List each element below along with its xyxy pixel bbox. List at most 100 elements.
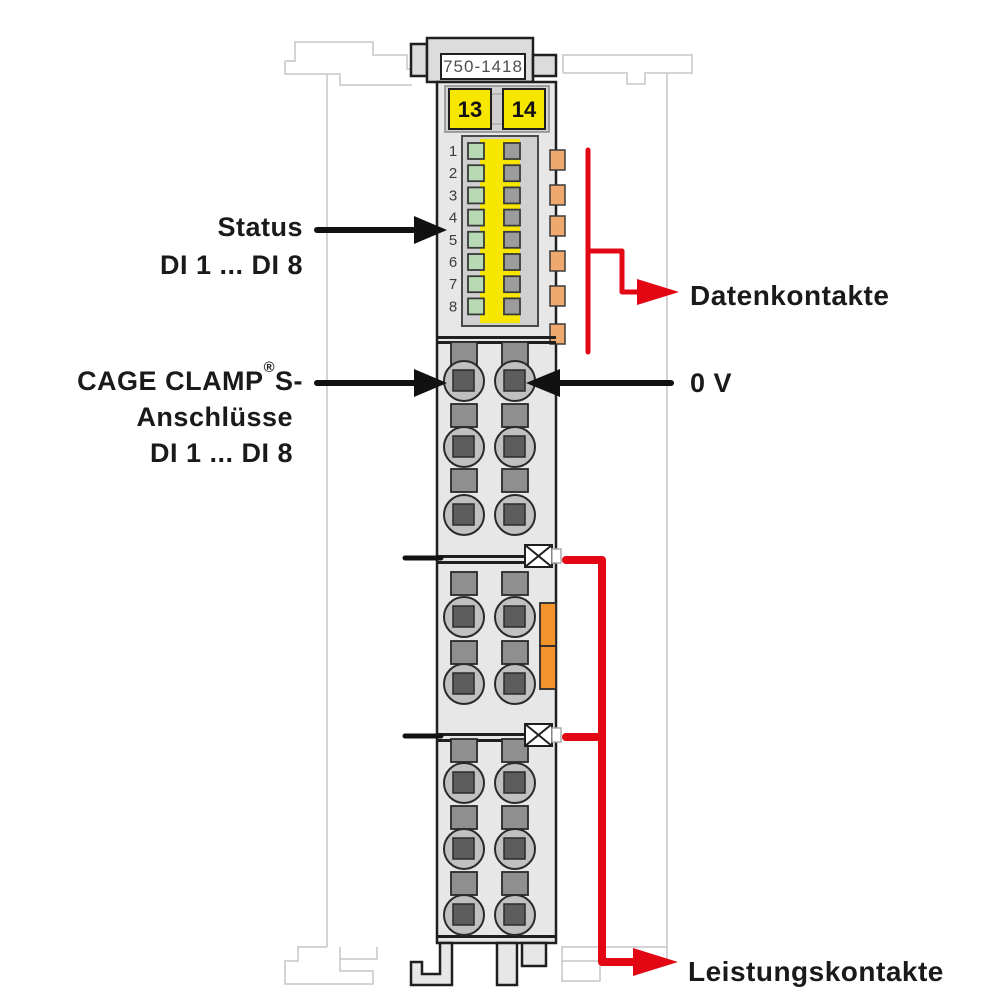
clamp-contact-square [452, 771, 475, 794]
status-label-line1: Status [217, 212, 303, 242]
power-jumper-contacts [539, 602, 557, 690]
clamp-opening [501, 871, 529, 896]
status-label-line2: DI 1 ... DI 8 [159, 250, 303, 280]
order-number-text: 750-1418 [443, 57, 523, 76]
latch-right-ear [531, 53, 558, 78]
clamp-opening [501, 805, 529, 830]
datenkontakte-label: Datenkontakte [690, 280, 890, 311]
terminal-14-box [502, 88, 546, 130]
clamp-opening [501, 403, 529, 428]
foot-right [520, 941, 548, 968]
led-indicator-gray [503, 230, 521, 249]
clamp-contact-square [452, 369, 475, 392]
x-marker-tab [551, 727, 562, 743]
foot-middle [495, 941, 519, 987]
clamp-block-upper [443, 341, 536, 536]
annotation-brackets-red [562, 147, 679, 976]
led-indicator-green [467, 208, 485, 227]
latch-left-ear [409, 42, 429, 78]
terminal-13-box [448, 88, 492, 130]
clamp-opening [450, 871, 478, 896]
clamp-opening [501, 640, 529, 665]
led-channel-number: 5 [449, 232, 457, 249]
data-contact [549, 215, 566, 237]
terminal-13-label: 13 [458, 97, 482, 122]
led-indicator-gray [503, 297, 521, 316]
cage-clamp-label-line2: Anschlüsse [136, 402, 293, 432]
clamp-contact-square [452, 605, 475, 628]
led-indicator-green [467, 275, 485, 294]
clamp-block-middle [443, 571, 536, 705]
led-indicator-gray [503, 164, 521, 183]
x-marker-diagonal [524, 544, 553, 568]
data-contacts [549, 149, 566, 345]
clamp-opening [501, 468, 529, 493]
led-indicator-gray [503, 275, 521, 294]
x-marker-tab [551, 548, 562, 564]
led-indicator-green [467, 230, 485, 249]
power-jumper-contact [539, 645, 557, 690]
clamp-contact-square [452, 435, 475, 458]
leistungskontakte-arrow-head [633, 948, 678, 976]
led-channel-number: 8 [449, 298, 457, 315]
clamp-opening [501, 571, 529, 596]
cage-clamp-arrow-head [414, 369, 447, 397]
zero-v-label: 0 V [690, 368, 733, 398]
cage-clamp-label-line1: CAGE CLAMP®S- [40, 360, 303, 397]
led-channel-number: 3 [449, 187, 457, 204]
leistungskontakte-label: Leistungskontakte [688, 956, 944, 987]
zero-v-arrow-head [526, 369, 560, 397]
separator-x-markers [524, 544, 562, 747]
led-indicator-gray [503, 208, 521, 227]
separator-ticks [402, 555, 444, 739]
power-jumper-contact [539, 602, 557, 647]
clamp-contact-square [503, 503, 526, 526]
clamp-contact-square [452, 903, 475, 926]
led-channel-number: 1 [449, 143, 457, 160]
clamp-contact-square [452, 672, 475, 695]
led-indicator-green [467, 186, 485, 205]
data-contact [549, 184, 566, 206]
clamp-contact-square [503, 837, 526, 860]
registered-trademark-symbol: ® [263, 359, 275, 376]
clamp-contact-square [503, 771, 526, 794]
clamp-block-lower [443, 738, 536, 936]
clamp-contact-square [452, 837, 475, 860]
led-channel-number: 4 [449, 210, 457, 227]
led-indicator-gray [503, 142, 521, 160]
clamp-opening [450, 805, 478, 830]
datenkontakte-connector [585, 248, 643, 295]
led-indicator-green [467, 297, 485, 316]
clamp-opening [450, 403, 478, 428]
rail-bottom-left-outline [284, 946, 378, 985]
data-contact [549, 285, 566, 307]
datenkontakte-arrow-head [637, 279, 679, 305]
status-arrow-head [414, 216, 447, 244]
clamp-opening [450, 738, 478, 763]
clamp-contact-square [503, 435, 526, 458]
terminal-14-label: 14 [512, 97, 537, 122]
clamp-contact-square [503, 369, 526, 392]
din-rail-background [284, 41, 693, 985]
clamp-opening [450, 468, 478, 493]
mounting-feet [409, 941, 548, 987]
led-indicator-gray [503, 186, 521, 205]
led-indicator-gray [503, 253, 521, 271]
foot-left [409, 941, 454, 987]
led-channel-number: 6 [449, 254, 457, 271]
rail-top-left-outline [284, 41, 426, 86]
led-indicator-green [467, 142, 485, 160]
clamp-contact-square [503, 605, 526, 628]
rail-top-right-outline [562, 54, 693, 85]
clamp-contact-square [452, 503, 475, 526]
order-number-box [440, 53, 526, 80]
cage-clamp-name: CAGE CLAMP [77, 366, 264, 396]
cage-clamp-label-line3: DI 1 ... DI 8 [149, 438, 293, 468]
clamp-contact-square [503, 672, 526, 695]
data-contact [549, 250, 566, 272]
clamp-contact-square [503, 903, 526, 926]
